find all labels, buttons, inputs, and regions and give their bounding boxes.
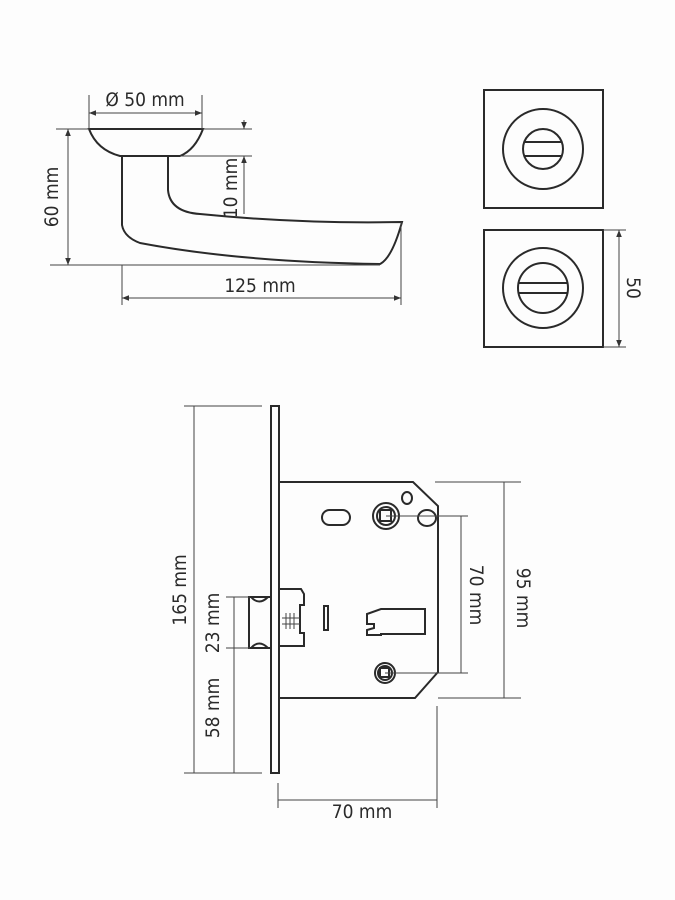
oval-slot: [321, 509, 351, 526]
rose-thickness-label: 10 mm: [220, 158, 242, 218]
faceplate-height-label: 165 mm: [169, 554, 191, 625]
handle-height-label: 60 mm: [41, 167, 63, 227]
emergency-release-rose: [483, 229, 604, 348]
center-distance-label: 70 mm: [465, 565, 487, 625]
body-height-label: 95 mm: [512, 568, 534, 628]
slot: [323, 605, 329, 631]
escutcheon-size-label: 50: [622, 277, 644, 299]
deadbolt-cam: [366, 608, 426, 636]
lever-handle-drawing: Ø 50 mm 60 mm 10 mm 125 mm: [41, 89, 404, 305]
escutcheon-drawing: 50: [483, 89, 644, 348]
latch-bolt: [248, 596, 270, 649]
latch-spring: [282, 613, 300, 629]
thumbturn-rose: [483, 89, 604, 209]
lock-body: [279, 481, 439, 699]
latch-height-label: 23 mm: [202, 593, 224, 653]
latch-housing: [279, 588, 305, 647]
handle-length-label: 125 mm: [224, 275, 295, 297]
handle-rose: [87, 128, 205, 157]
mortise-lock-drawing: 165 mm 23 mm 58 mm 70 mm 95 mm 70 mm: [169, 405, 534, 823]
rose-diameter-label: Ø 50 mm: [105, 89, 184, 111]
faceplate: [270, 405, 280, 774]
backset-label: 70 mm: [332, 801, 392, 823]
handle-lever: [121, 156, 404, 266]
latch-offset-label: 58 mm: [202, 678, 224, 738]
